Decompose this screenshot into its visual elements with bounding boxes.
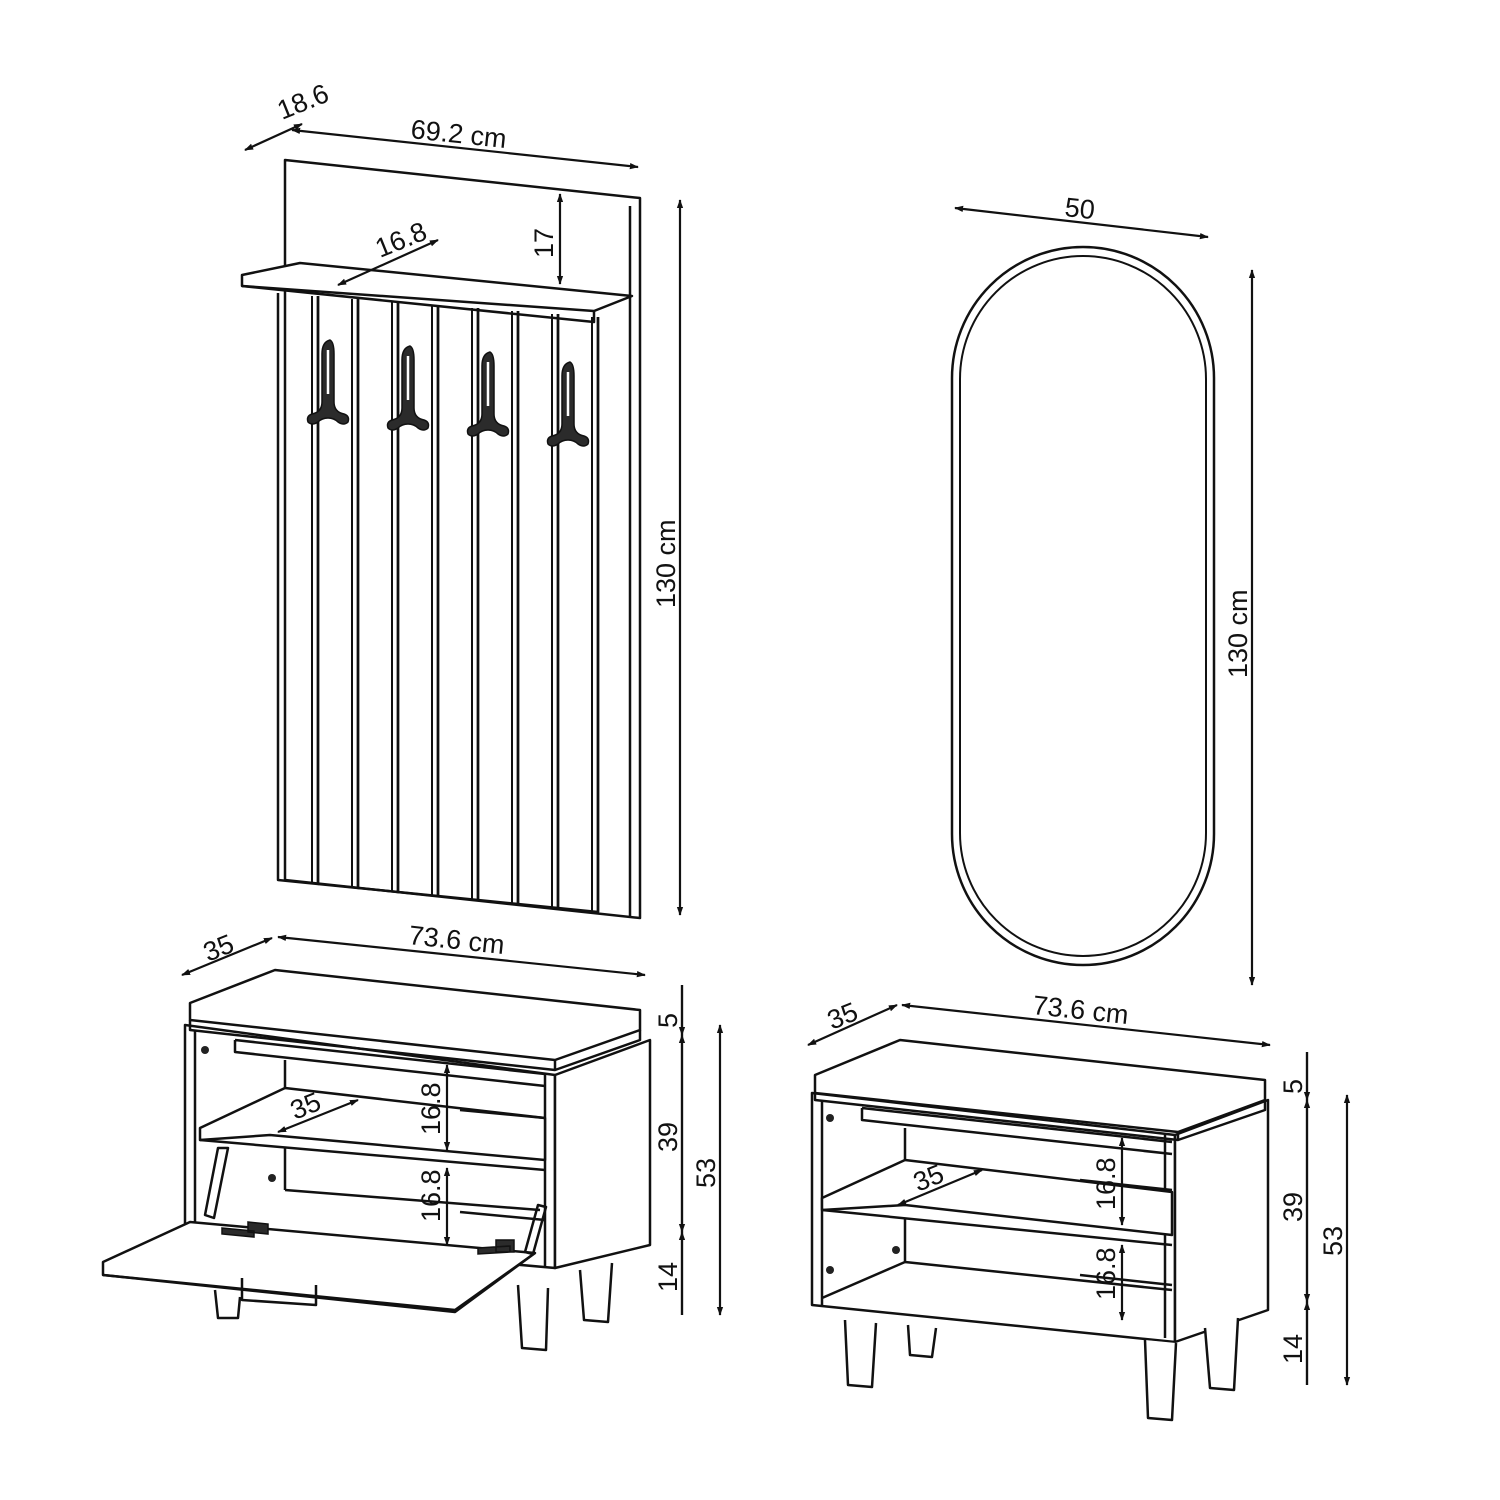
- coat-rack-shelf-offset-label: 17: [529, 228, 559, 258]
- bench-closed-body-height-label: 39: [1278, 1192, 1308, 1222]
- hinge-icon: [221, 1221, 269, 1238]
- bench-open-seat-height-label: 5: [653, 1013, 683, 1028]
- coat-rack: [240, 158, 642, 920]
- mirror: [950, 245, 1216, 967]
- bench-open-depth-label: 35: [199, 928, 238, 967]
- coat-rack-width-label: 69.2 cm: [409, 114, 508, 154]
- bench-open-compartment-lower-label: 16.8: [416, 1169, 446, 1222]
- bench-leg: [516, 1284, 550, 1352]
- mirror-frame: [950, 245, 1216, 967]
- bench-open: [101, 968, 652, 1352]
- bench-open-compartment-upper-label: 16.8: [416, 1082, 446, 1135]
- bench-open-width-label: 73.6 cm: [407, 920, 506, 960]
- bench-closed: [810, 1038, 1270, 1422]
- bench-leg: [1143, 1339, 1178, 1422]
- bench-closed-compartment-upper-label: 16.8: [1091, 1157, 1121, 1210]
- bench-open-total-height-label: 53: [691, 1158, 721, 1188]
- bench-closed-width-label: 73.6 cm: [1031, 990, 1130, 1030]
- mirror-width-label: 50: [1063, 192, 1096, 225]
- hinge-icon: [477, 1239, 515, 1255]
- mirror-height-label: 130 cm: [1223, 589, 1253, 678]
- bench-open-side: [553, 1038, 652, 1270]
- coat-rack-depth-label: 18.6: [273, 78, 333, 126]
- mirror-glass: [959, 255, 1207, 957]
- bench-leg: [906, 1324, 938, 1359]
- bench-leg: [213, 1289, 242, 1320]
- bench-closed-total-height-label: 53: [1318, 1226, 1348, 1256]
- bench-closed-seat-height-label: 5: [1278, 1079, 1308, 1094]
- bench-closed-side: [1173, 1098, 1270, 1344]
- coat-rack-height-label: 130 cm: [651, 519, 681, 608]
- bench-open-body-height-label: 39: [653, 1122, 683, 1152]
- gas-strut-icon: [203, 1146, 230, 1220]
- bench-closed-leg-height-label: 14: [1278, 1334, 1308, 1364]
- mirror-dimensions: 50 130 cm: [954, 192, 1256, 986]
- bench-leg: [1203, 1317, 1240, 1392]
- coat-rack-slats: [276, 293, 600, 914]
- bench-closed-dimensions: 35 73.6 cm 35 16.8 16.8 5 39 14 53: [807, 990, 1351, 1386]
- bench-open-leg-height-label: 14: [653, 1262, 683, 1292]
- bench-closed-compartment-lower-label: 16.8: [1091, 1247, 1121, 1300]
- flap-handle-icon: [240, 1278, 318, 1307]
- gas-strut-icon: [523, 1203, 548, 1256]
- bench-leg: [843, 1319, 878, 1389]
- bench-closed-depth-label: 35: [823, 996, 862, 1035]
- bench-leg: [578, 1262, 614, 1324]
